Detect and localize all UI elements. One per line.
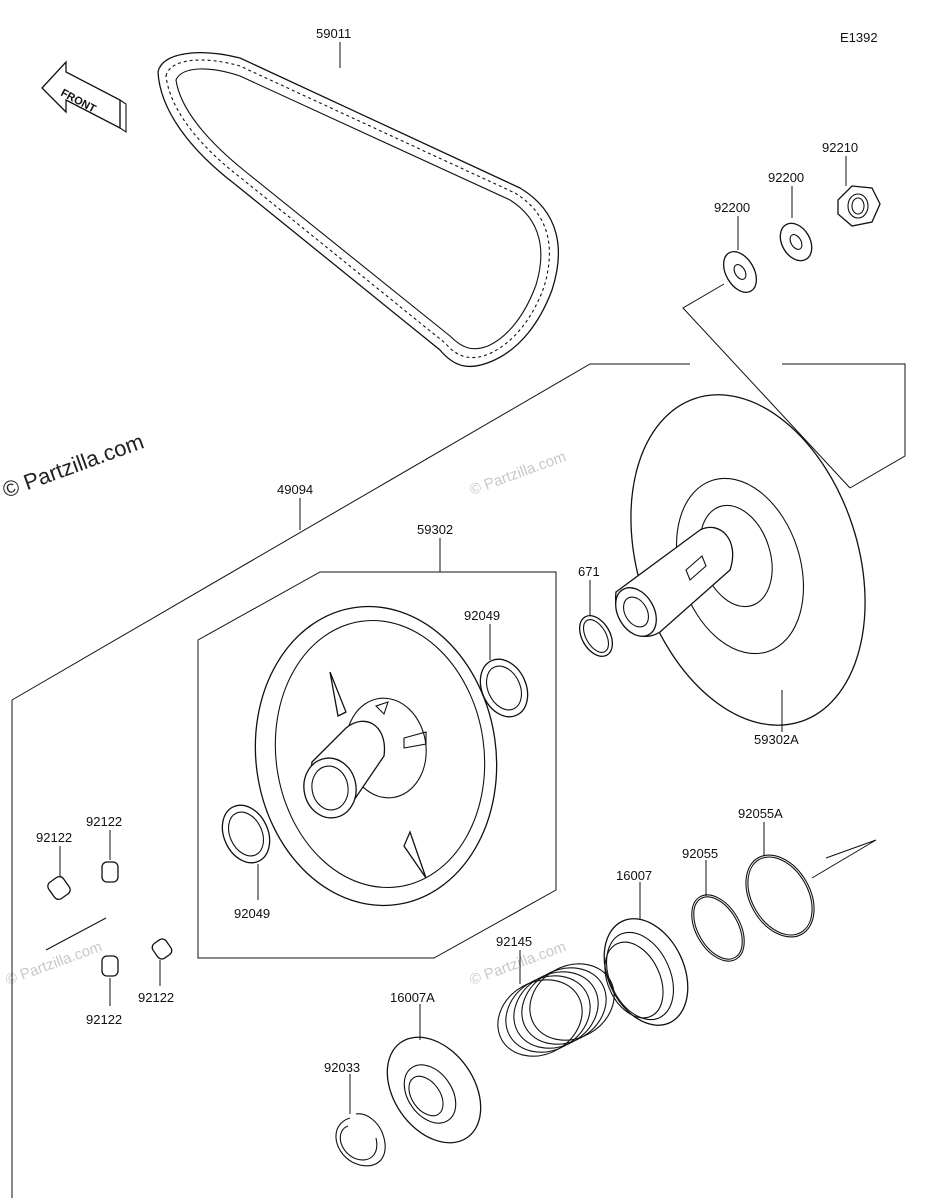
spring-part[interactable] — [484, 949, 628, 1071]
seal-ring-part[interactable] — [681, 886, 755, 970]
front-arrow-icon: FRONT — [41, 60, 127, 134]
diagram-code: E1392 — [840, 30, 878, 45]
slider-2-part[interactable] — [101, 861, 119, 883]
label-92200-outer: 92200 — [768, 170, 804, 185]
label-671: 671 — [578, 564, 600, 579]
nut-part[interactable] — [837, 185, 881, 227]
label-92210: 92210 — [822, 140, 858, 155]
label-59302: 59302 — [417, 522, 453, 537]
label-92055: 92055 — [682, 846, 718, 861]
washer-outer-part[interactable] — [774, 218, 818, 267]
label-92122-2: 92122 — [86, 814, 122, 829]
slider-4-part[interactable] — [101, 955, 119, 977]
cam-part[interactable] — [588, 905, 704, 1039]
belt-part[interactable] — [157, 52, 560, 368]
circlip-part[interactable] — [335, 1113, 386, 1167]
label-16007: 16007 — [616, 868, 652, 883]
fixed-sheave-part[interactable] — [591, 364, 905, 755]
movable-sheave-part[interactable] — [236, 591, 515, 921]
label-92033: 92033 — [324, 1060, 360, 1075]
watermark-main: © Partzilla.com — [0, 429, 147, 503]
label-92122-3: 92122 — [138, 990, 174, 1005]
label-16007A: 16007A — [390, 990, 435, 1005]
watermark-center: © Partzilla.com — [468, 448, 569, 499]
label-59302A: 59302A — [754, 732, 799, 747]
label-92055A: 92055A — [738, 806, 783, 821]
label-92200-inner: 92200 — [714, 200, 750, 215]
bushing-upper-part[interactable] — [471, 652, 536, 725]
label-92122-1: 92122 — [36, 830, 72, 845]
label-49094: 49094 — [277, 482, 313, 497]
slider-1-part[interactable] — [46, 875, 72, 902]
label-92122-4: 92122 — [86, 1012, 122, 1027]
slider-3-part[interactable] — [150, 937, 173, 961]
label-92049-upper: 92049 — [464, 608, 500, 623]
seal-ring-a-part[interactable] — [732, 843, 828, 949]
cam-a-part[interactable] — [368, 1020, 500, 1161]
label-92049-lower: 92049 — [234, 906, 270, 921]
label-59011: 59011 — [316, 26, 351, 41]
washer-inner-part[interactable] — [717, 246, 763, 298]
ring-671-part[interactable] — [573, 610, 619, 662]
label-92145: 92145 — [496, 934, 532, 949]
bushing-lower-part[interactable] — [213, 798, 278, 871]
